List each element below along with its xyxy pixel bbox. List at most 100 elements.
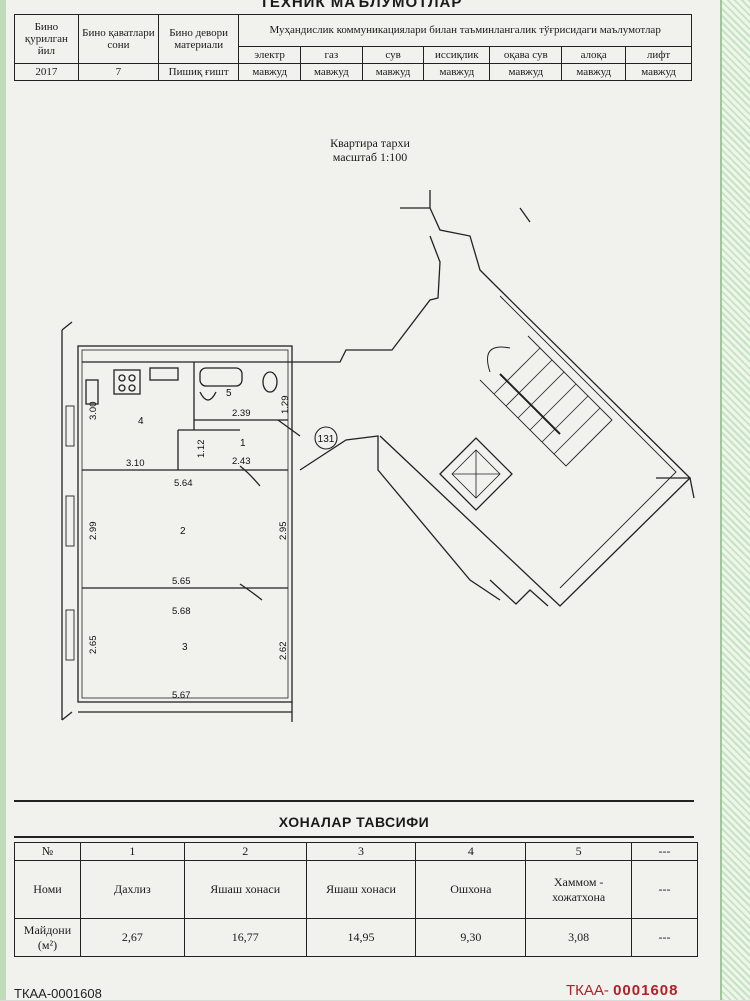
room-area: 14,95 [305,918,417,957]
bathtub [199,367,243,387]
technical-data-title: ТЕХНИК МАЪЛУМОТЛАР [259,0,463,11]
dim-r3-right: 2.62 [278,642,289,661]
utility-value: мавжуд [625,63,692,81]
dim-r5-width: 2.39 [232,408,251,419]
stair-outline-inner [499,295,677,589]
room-area: 3,08 [525,918,633,957]
dim-r3-top: 5.68 [172,606,191,617]
year-value: 2017 [14,63,79,81]
room-number: 3 [305,842,417,861]
serial-number: 0001608 [613,982,679,999]
serial-number-right: ТКАА- 0001608 [566,982,678,999]
utility-name: алоқа [561,45,627,65]
burner [118,374,126,382]
rooms-section-title: ХОНАЛАР ТАВСИФИ [278,814,430,830]
sink [149,367,179,381]
window [65,495,75,547]
stove [113,369,141,395]
corridor-wall [292,235,441,363]
room-area: 2,67 [79,918,185,957]
washbasin [199,391,217,401]
door-arc [239,465,261,487]
label-name: Номи [14,860,81,919]
utility-name: лифт [625,45,692,65]
col-utilities-header: Муҳандислик коммуникациялари билан таъми… [238,14,692,47]
room-number: 4 [415,842,527,861]
utility-name: оқава сув [489,45,563,65]
dim-r2-bottom: 5.65 [172,576,191,587]
technical-data-table: Бино қурилган йил Бино қаватлари сони Би… [14,14,692,81]
label-number: № [14,842,81,861]
apartment-walls [61,321,301,722]
room-name: Ошхона [415,860,527,919]
section-divider [14,836,694,838]
stairwell [292,190,695,607]
room-name: Яшаш хонаси [183,860,307,919]
dim-tick [61,321,73,331]
room-label: 3 [182,642,188,653]
room-number: 2 [183,842,307,861]
label-area: Майдони (м²) [14,918,81,957]
stair-flight [479,335,613,467]
serial-prefix: ТКАА- [566,982,609,999]
utility-name: сув [361,45,425,65]
stair-wall-right [656,477,695,499]
room-number: 5 [525,842,633,861]
room-label: 1 [240,438,246,449]
dim-r4-width: 3.10 [126,458,145,469]
corridor-wall [299,435,501,601]
plan-title-block: Квартира тархи масштаб 1:100 [300,136,440,164]
utility-value: мавжуд [489,63,563,81]
dim-r1-height: 1.12 [196,440,207,459]
section-divider [14,800,694,802]
room-label: 2 [180,526,186,537]
stair-steps [493,347,601,455]
outer-wall-inner [81,349,289,699]
guilloche-border-right [720,0,750,1000]
elevator-cross [451,449,501,499]
room-number: --- [631,842,698,861]
document-sheet [0,0,722,1000]
room-name: Яшаш хонаси [305,860,417,919]
apartment-floor-plan: 131 4 5 1 2 3 3.00 3.10 2.39 1.29 1.12 2… [61,190,695,722]
col-wall-header: Бино девори материали [158,14,240,64]
room-label: 4 [138,416,144,427]
stair-outline [379,283,691,607]
toilet [262,371,278,393]
dim-r2-right: 2.95 [278,522,289,541]
dim-r2-top: 5.64 [174,478,193,489]
plan-scale: масштаб 1:100 [332,150,408,164]
room-number: 1 [79,842,185,861]
entry-door [277,419,301,437]
handrail [499,373,561,435]
stair-wall-bottom [489,579,549,607]
room-name: --- [631,860,698,919]
room-name: Дахлиз [79,860,185,919]
boiler [85,379,99,405]
plan-title: Квартира тархи [330,136,410,150]
window [65,405,75,447]
utility-value: мавжуд [423,63,491,81]
elevator-shaft [439,437,513,511]
serial-number-left: ТКАА-0001608 [14,986,102,1001]
dim-r3-bottom: 5.67 [172,690,191,701]
utility-value: мавжуд [361,63,425,81]
guilloche-border-left [0,0,6,1000]
dim-r4-height: 3.00 [88,402,99,421]
room-area: 16,77 [183,918,307,957]
burner [128,384,136,392]
floors-value: 7 [77,63,160,81]
rooms-table: № 1 2 3 4 5 --- Номи Дахлиз Яшаш хонаси … [14,842,698,957]
window [65,609,75,661]
utility-value: мавжуд [238,63,301,81]
utility-name: иссиқлик [423,45,491,65]
apartment-number-circle [314,426,338,450]
door-arc [239,583,263,601]
stair-landing-arc [487,346,511,373]
shaft-wall [429,190,531,223]
outer-wall [77,345,293,703]
room-name: Хаммом - хожатхона [525,860,633,919]
wall-value: Пишиқ ғишт [158,63,240,81]
utility-name: газ [300,45,363,65]
shaft-wall [400,207,495,285]
